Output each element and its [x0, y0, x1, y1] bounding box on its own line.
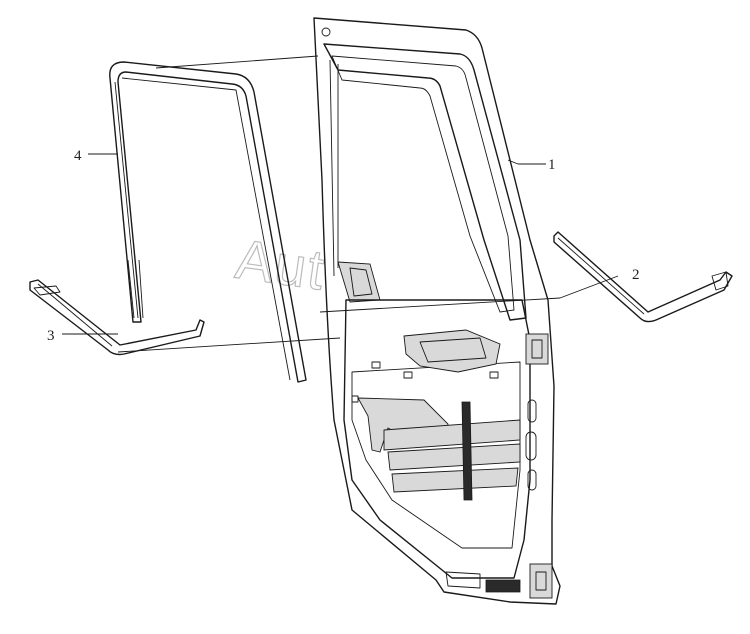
window-run-channel-part — [109, 61, 307, 383]
alignment-line-top — [155, 55, 319, 69]
leader-lines — [62, 55, 619, 353]
callout-1: 1 — [548, 157, 556, 173]
callout-2: 2 — [632, 267, 640, 283]
callout-3: 3 — [47, 328, 55, 344]
alignment-line-right — [319, 297, 561, 313]
leader-line-2 — [559, 275, 619, 299]
door-frame-part — [313, 17, 561, 605]
lower-guide-rail-left-part — [29, 279, 205, 356]
alignment-line-left — [117, 337, 341, 353]
lower-guide-rail-right-part — [553, 231, 733, 323]
leader-line-1-tip — [507, 159, 519, 165]
callout-4: 4 — [74, 148, 82, 164]
